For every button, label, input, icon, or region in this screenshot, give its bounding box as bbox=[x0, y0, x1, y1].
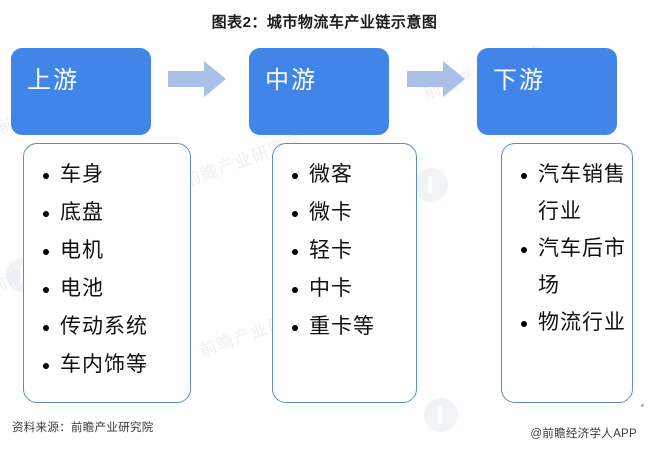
stage-header-label: 下游 bbox=[493, 67, 545, 94]
stage-item-list: 微客 微卡 轻卡 中卡 重卡等 bbox=[273, 156, 416, 346]
stage-header-downstream[interactable]: 下游 bbox=[477, 48, 617, 135]
list-item: 传动系统 bbox=[24, 308, 190, 346]
list-item: 微客 bbox=[273, 156, 416, 194]
stage-header-label: 中游 bbox=[265, 67, 317, 94]
list-item: 车身 bbox=[24, 156, 190, 194]
list-item: 汽车销售行业 bbox=[502, 156, 632, 230]
list-item: 车内饰等 bbox=[24, 346, 190, 384]
list-item: 轻卡 bbox=[273, 232, 416, 270]
stage-body-upstream: 车身 底盘 电机 电池 传动系统 车内饰等 bbox=[23, 143, 191, 403]
watermark-logo-icon bbox=[424, 398, 458, 432]
watermark-logo-icon bbox=[414, 168, 448, 202]
stage-header-label: 上游 bbox=[27, 67, 79, 94]
brand-credit: @前瞻经济学人APP bbox=[530, 428, 637, 440]
list-item: 微卡 bbox=[273, 194, 416, 232]
arrow-upstream-to-midstream-icon bbox=[168, 61, 226, 97]
list-item: 重卡等 bbox=[273, 308, 416, 346]
source-note: 资料来源：前瞻产业研究院 bbox=[12, 422, 154, 434]
stage-item-list: 汽车销售行业 汽车后市场 物流行业 bbox=[502, 156, 632, 341]
list-item: 电机 bbox=[24, 232, 190, 270]
page-title: 图表2：城市物流车产业链示意图 bbox=[211, 14, 438, 31]
list-item: 物流行业 bbox=[502, 304, 632, 341]
list-item: 底盘 bbox=[24, 194, 190, 232]
list-item: 电池 bbox=[24, 270, 190, 308]
stage-header-upstream[interactable]: 上游 bbox=[11, 48, 151, 135]
list-item: 汽车后市场 bbox=[502, 230, 632, 304]
list-item: 中卡 bbox=[273, 270, 416, 308]
arrow-midstream-to-downstream-icon bbox=[407, 61, 465, 97]
stage-body-downstream: 汽车销售行业 汽车后市场 物流行业 bbox=[501, 143, 633, 403]
corner-marker bbox=[641, 404, 644, 407]
stage-item-list: 车身 底盘 电机 电池 传动系统 车内饰等 bbox=[24, 156, 190, 384]
stage-header-midstream[interactable]: 中游 bbox=[249, 48, 389, 135]
stage-body-midstream: 微客 微卡 轻卡 中卡 重卡等 bbox=[272, 143, 417, 403]
